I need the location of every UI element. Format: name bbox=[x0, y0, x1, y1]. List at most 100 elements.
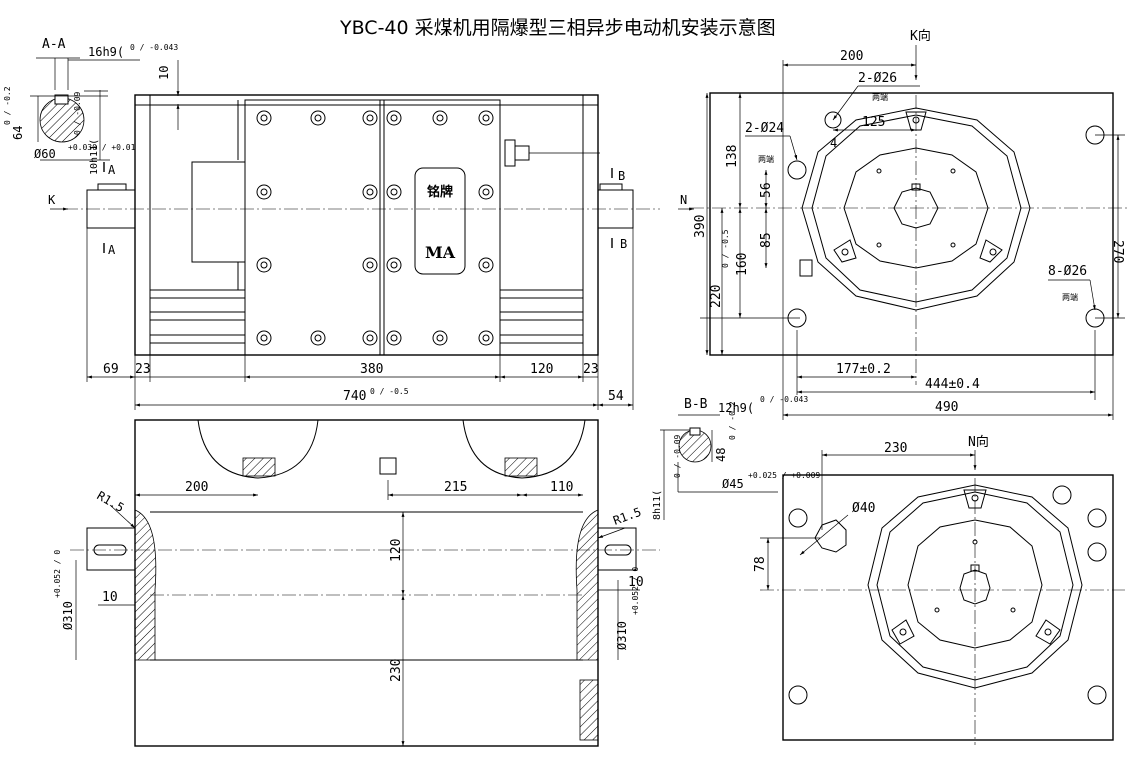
bottom-end-left bbox=[134, 509, 157, 661]
bottom-r15-right: R1.5 bbox=[611, 505, 643, 528]
mark-a-top: A bbox=[108, 163, 116, 177]
aa-key-height-tol: 0 / -0.09 bbox=[73, 91, 82, 135]
bottom-r15-left: R1.5 bbox=[95, 488, 127, 515]
k-both-ends-1: 两端 bbox=[872, 92, 888, 102]
k-view-label: K向 bbox=[910, 28, 931, 44]
n-view-hole bbox=[1087, 508, 1107, 528]
k-view-hole bbox=[787, 160, 807, 180]
bb-diameter: Ø45 bbox=[722, 477, 744, 491]
front-d69: 69 bbox=[103, 362, 119, 377]
k-d444: 444±0.4 bbox=[925, 377, 980, 392]
aa-diameter: Ø60 bbox=[34, 147, 56, 161]
bottom-view: 200 215 110 R1.5 R1.5 120 230 10 10 Ø310… bbox=[53, 419, 660, 747]
n-view-hole bbox=[788, 508, 808, 528]
section-bb: B-B 12h9( 0 / -0.043 8h11( 0 / -0.09 48 … bbox=[652, 395, 820, 520]
front-d120: 120 bbox=[530, 362, 553, 377]
k-hole-2-24: 2-Ø24 bbox=[745, 121, 784, 136]
bottom-end-right bbox=[575, 509, 599, 661]
k-view-base-plate bbox=[709, 92, 1114, 356]
section-aa: A-A 16h9( 0 / -0.043 64 0 / -0.2 10h11( … bbox=[3, 37, 178, 175]
n-d230: 230 bbox=[884, 441, 907, 456]
n-view-label: N向 bbox=[968, 434, 989, 450]
n-view-hole bbox=[1087, 685, 1107, 705]
front-d54: 54 bbox=[608, 389, 624, 404]
mark-b-bottom: B bbox=[620, 237, 627, 251]
aa-depth: 64 bbox=[11, 126, 25, 140]
bb-key-width: 12h9( bbox=[718, 401, 754, 415]
bb-depth: 48 bbox=[714, 448, 728, 462]
k-hole-2-26: 2-Ø26 bbox=[858, 71, 897, 86]
n-d78: 78 bbox=[753, 556, 768, 572]
k-d138: 138 bbox=[725, 145, 740, 168]
lifting-lug-left bbox=[197, 419, 319, 479]
k-d390: 390 bbox=[693, 215, 708, 238]
n-dia40: Ø40 bbox=[852, 501, 875, 516]
k-hole-8-26: 8-Ø26 bbox=[1048, 264, 1087, 279]
n-view: N向 230 Ø40 78 bbox=[753, 434, 1125, 745]
k-d490: 490 bbox=[935, 400, 958, 415]
k-d125: 125 bbox=[862, 115, 885, 130]
aa-key-width-tol: 0 / -0.043 bbox=[130, 43, 178, 52]
bottom-d200: 200 bbox=[185, 480, 208, 495]
front-view: 10 bbox=[48, 60, 660, 410]
k-both-ends-2: 两端 bbox=[758, 154, 774, 164]
nameplate-line2: MA bbox=[425, 243, 456, 262]
aa-key-width: 16h9( bbox=[88, 45, 124, 59]
bottom-dia310-left: Ø310 bbox=[61, 601, 75, 630]
n-view-hole bbox=[1052, 485, 1072, 505]
n-view-boss bbox=[814, 519, 847, 553]
mark-a-bottom: A bbox=[108, 243, 116, 257]
k-d220-tol: 0 / -0.5 bbox=[721, 229, 730, 268]
front-d10: 10 bbox=[157, 66, 171, 80]
n-view-hole bbox=[1087, 542, 1107, 562]
bb-key-width-tol: 0 / -0.043 bbox=[760, 395, 808, 404]
section-aa-label: A-A bbox=[42, 37, 66, 52]
nameplate bbox=[414, 167, 466, 275]
n-view-base-plate bbox=[782, 474, 1114, 741]
bottom-dia310-left-tol: +0.052 / 0 bbox=[53, 550, 62, 598]
junction-box-bolts bbox=[256, 110, 494, 346]
k-d200: 200 bbox=[840, 49, 863, 64]
front-d740-tol: 0 / -0.5 bbox=[370, 387, 409, 396]
drawing-title: YBC-40 采煤机用隔爆型三相异步电动机安装示意图 bbox=[339, 17, 776, 39]
k-d270: 270 bbox=[1110, 240, 1125, 263]
bottom-shaft-right bbox=[597, 527, 637, 571]
nameplate-line1: 铭牌 bbox=[427, 184, 453, 200]
k-d4: 4 bbox=[830, 136, 837, 150]
n-view-hole bbox=[788, 685, 808, 705]
k-both-ends-3: 两端 bbox=[1062, 292, 1078, 302]
bottom-d110: 110 bbox=[550, 480, 573, 495]
bottom-d215: 215 bbox=[444, 480, 467, 495]
k-d160: 160 bbox=[735, 253, 750, 276]
section-bb-label: B-B bbox=[684, 397, 708, 412]
bottom-dia310-right: Ø310 bbox=[615, 621, 629, 650]
arrow-k-label: K bbox=[48, 193, 56, 207]
cable-gland bbox=[504, 139, 516, 167]
aa-key-height: 10h11( bbox=[89, 139, 100, 175]
k-d56: 56 bbox=[759, 182, 774, 198]
motor-body-outline bbox=[134, 94, 599, 356]
front-d740: 740 bbox=[343, 389, 366, 404]
junction-box bbox=[244, 99, 501, 356]
arrow-n-label: N bbox=[680, 193, 687, 207]
bottom-dia310-right-tol: +0.052 / 0 bbox=[631, 567, 640, 615]
aa-depth-tol: 0 / -0.2 bbox=[3, 86, 12, 125]
lifting-lug-right bbox=[462, 419, 586, 479]
k-view: K向 N 200 2-Ø26 两端 2-Ø24 两端 bbox=[678, 28, 1130, 420]
bb-depth-tol: 0 / -0.2 bbox=[728, 401, 737, 440]
bb-key-height-tol: 0 / -0.09 bbox=[673, 434, 682, 478]
front-d23-left: 23 bbox=[135, 362, 151, 377]
front-d380: 380 bbox=[360, 362, 383, 377]
aa-diameter-tol: +0.030 / +0.01 bbox=[68, 143, 136, 152]
mark-b-top: B bbox=[618, 169, 625, 183]
bottom-d10-right: 10 bbox=[628, 575, 644, 590]
k-view-hole bbox=[824, 111, 842, 129]
bottom-d230: 230 bbox=[389, 659, 404, 682]
bb-key-height: 8h11( bbox=[652, 490, 663, 520]
k-view-gland bbox=[799, 259, 813, 277]
bottom-d10-left: 10 bbox=[102, 590, 118, 605]
k-d220: 220 bbox=[709, 285, 724, 308]
k-d85: 85 bbox=[759, 232, 774, 248]
bottom-shaft-left bbox=[86, 527, 136, 571]
